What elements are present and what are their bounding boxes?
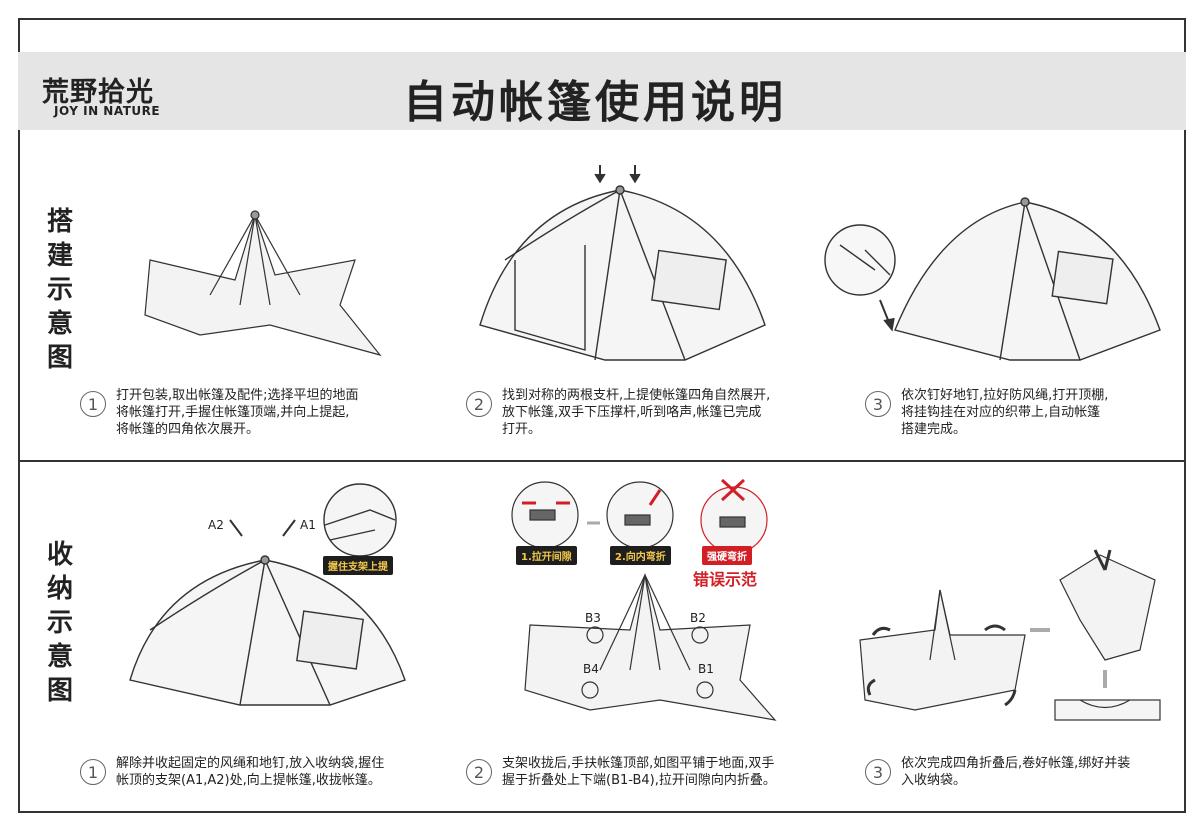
section-divider bbox=[18, 460, 1186, 462]
section-label-storage: 收纳示意图 bbox=[46, 540, 73, 706]
illustration-storage-3 bbox=[859, 549, 1161, 721]
illustration-storage-1 bbox=[129, 483, 406, 706]
header-band bbox=[18, 52, 1186, 130]
illustration-hinge-steps bbox=[511, 478, 768, 550]
brand-logo: 荒野拾光 bbox=[42, 77, 154, 108]
illustration-setup-2 bbox=[479, 165, 766, 361]
step-bend-tag: 2.向内弯折 bbox=[610, 546, 671, 565]
label-b3: B3 bbox=[585, 611, 601, 625]
brand-tagline: JOY IN NATURE bbox=[54, 104, 161, 118]
label-a2: A2 bbox=[208, 518, 224, 532]
label-a1: A1 bbox=[300, 518, 316, 532]
label-b1: B1 bbox=[698, 662, 714, 676]
force-bend-tag: 强硬弯折 bbox=[702, 546, 752, 565]
label-b4: B4 bbox=[583, 662, 599, 676]
label-b2: B2 bbox=[690, 611, 706, 625]
wrong-example-label: 错误示范 bbox=[693, 570, 758, 589]
illustration-setup-3 bbox=[824, 197, 1161, 361]
illustration-setup-1 bbox=[144, 210, 382, 357]
grip-callout: 握住支架上提 bbox=[323, 556, 393, 575]
section-label-setup: 搭建示意图 bbox=[46, 207, 73, 373]
illustration-storage-2 bbox=[524, 572, 777, 721]
page-frame bbox=[18, 18, 1186, 813]
page-title: 自动帐篷使用说明 bbox=[403, 77, 787, 128]
step-pull-tag: 1.拉开间隙 bbox=[516, 546, 577, 565]
